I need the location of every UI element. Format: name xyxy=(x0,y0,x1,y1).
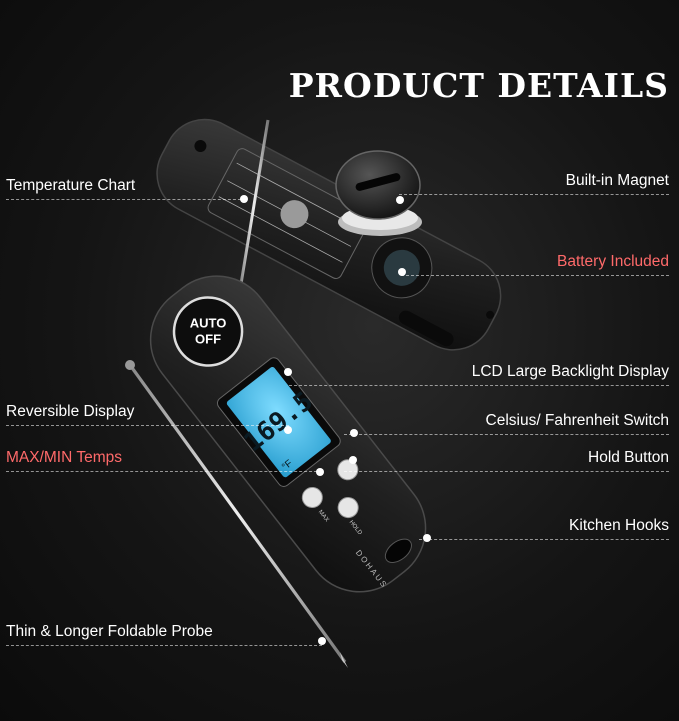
auto-text: AUTO xyxy=(190,315,227,330)
label-battery-included: Battery Included xyxy=(401,253,669,276)
label-kitchen-hooks: Kitchen Hooks xyxy=(419,517,669,540)
label-built-in-magnet: Built-in Magnet xyxy=(399,172,669,195)
label-hold-button: Hold Button xyxy=(344,449,669,472)
front-probe xyxy=(128,364,347,663)
thermometer-back xyxy=(156,118,502,351)
celsius-fahrenheit-button[interactable] xyxy=(334,456,362,484)
label-lcd-display: LCD Large Backlight Display xyxy=(289,363,669,386)
lcd-display: 169.5 °F xyxy=(216,357,341,487)
label-thin-probe: Thin & Longer Foldable Probe xyxy=(6,623,322,646)
auto-off-badge: AUTO OFF xyxy=(172,296,244,367)
back-probe xyxy=(238,119,270,291)
label-celsius-switch: Celsius/ Fahrenheit Switch xyxy=(344,412,669,435)
label-reversible-display: Reversible Display xyxy=(6,403,289,426)
page-title: PRODUCT DETAILS xyxy=(288,66,669,105)
hold-button[interactable] xyxy=(334,494,362,522)
callout-dots xyxy=(240,195,431,645)
label-temperature-chart: Temperature Chart xyxy=(6,177,246,200)
kitchen-hook xyxy=(384,538,412,563)
label-max-min-temps: MAX/MIN Temps xyxy=(6,449,322,472)
temperature-chart-panel xyxy=(207,148,371,279)
off-text: OFF xyxy=(195,331,221,346)
max-min-button[interactable] xyxy=(298,483,326,511)
